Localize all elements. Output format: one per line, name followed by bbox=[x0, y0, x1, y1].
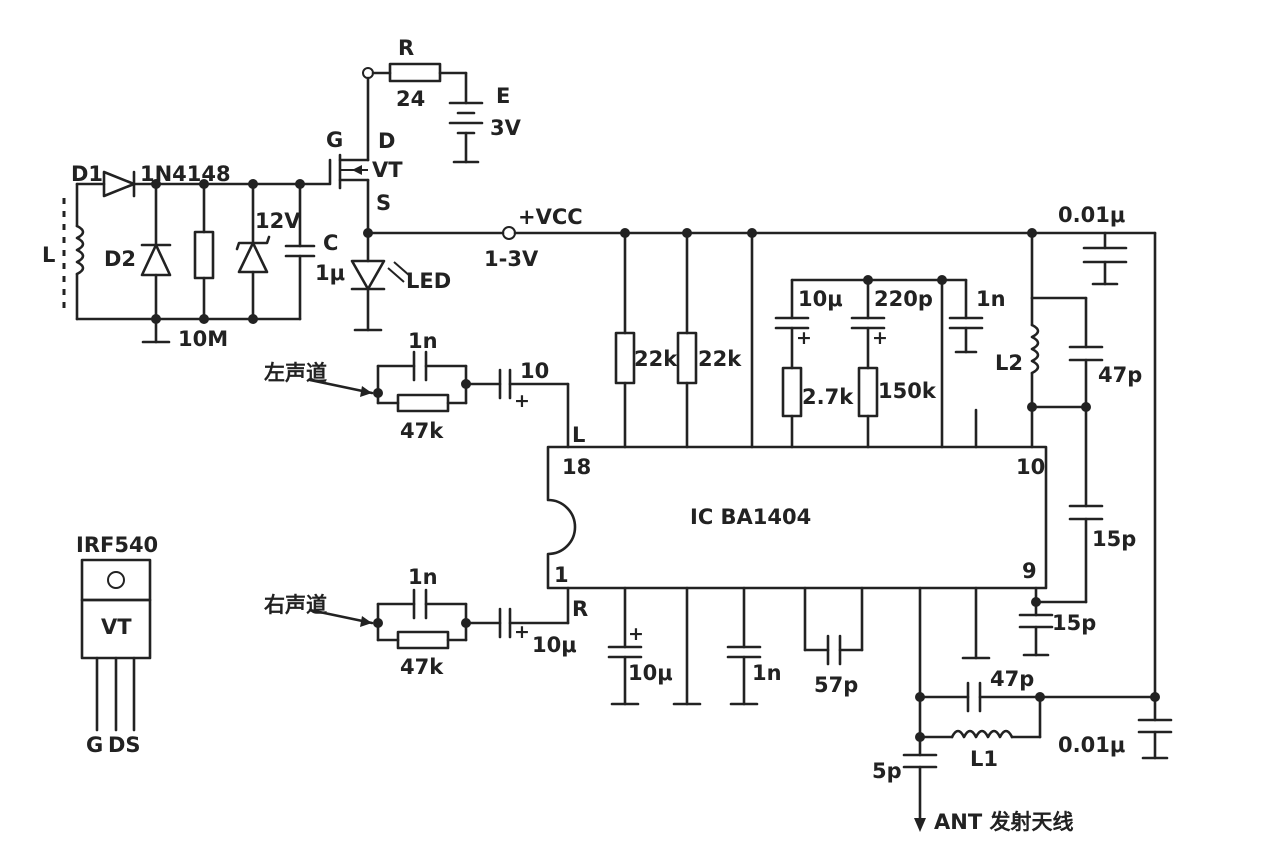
c15p-b-label: 15p bbox=[1052, 611, 1096, 635]
zener-label: 12V bbox=[255, 209, 301, 233]
c-value: 1μ bbox=[315, 261, 345, 285]
r10m-label: 10M bbox=[178, 327, 228, 351]
c47p-b-label: 47p bbox=[990, 667, 1034, 691]
pkg-g-label: G bbox=[86, 733, 103, 757]
c1n-left-label: 1n bbox=[408, 329, 438, 353]
pin18-label: 18 bbox=[562, 455, 591, 479]
pin-r-label: R bbox=[572, 597, 588, 621]
c10-left-label: 10 bbox=[520, 359, 549, 383]
right-channel-label: 右声道 bbox=[264, 593, 327, 617]
left-channel-label: 左声道 bbox=[264, 361, 327, 385]
ic-label: IC BA1404 bbox=[690, 505, 811, 529]
c10u-right-label: 10μ bbox=[532, 633, 577, 657]
c5p-label: 5p bbox=[872, 759, 902, 783]
c10u-b-label: 10μ bbox=[628, 661, 673, 685]
pin-l-label: L bbox=[572, 423, 585, 447]
plus-a: + bbox=[796, 327, 812, 349]
led bbox=[350, 231, 411, 332]
c1n-right-label: 1n bbox=[408, 565, 438, 589]
d-label: D bbox=[378, 129, 395, 153]
output-network bbox=[902, 586, 1173, 832]
r47k-right-label: 47k bbox=[400, 655, 444, 679]
vcc-rail bbox=[363, 226, 1157, 722]
c57p-label: 57p bbox=[814, 673, 858, 697]
c001-top-label: 0.01μ bbox=[1058, 203, 1125, 227]
irf540-package bbox=[80, 558, 152, 732]
e-label: E bbox=[496, 84, 510, 108]
right-channel-network bbox=[308, 586, 570, 650]
ant-label: ANT 发射天线 bbox=[934, 810, 1073, 834]
r22k-pair bbox=[614, 231, 754, 449]
s-label: S bbox=[376, 191, 391, 215]
d2-label: D2 bbox=[104, 247, 136, 271]
r150k-label: 150k bbox=[878, 379, 937, 403]
pkg-vt-label: VT bbox=[101, 615, 132, 639]
led-label: LED bbox=[406, 269, 451, 293]
c15p-a-label: 15p bbox=[1092, 527, 1136, 551]
r27k-label: 2.7k bbox=[802, 385, 854, 409]
r22k-b-label: 22k bbox=[698, 347, 742, 371]
g-label: G bbox=[326, 128, 343, 152]
d1-part-label: 1N4148 bbox=[140, 162, 231, 186]
c1n-a-label: 1n bbox=[976, 287, 1006, 311]
d1-label: D1 bbox=[71, 162, 103, 186]
c220p-label: 220p bbox=[874, 287, 933, 311]
plus-b: + bbox=[872, 327, 888, 349]
r-label: R bbox=[398, 36, 414, 60]
vcc-range-label: 1-3V bbox=[484, 247, 539, 271]
bottom-pin-network bbox=[607, 586, 1054, 706]
filter-network bbox=[774, 275, 984, 449]
battery-e bbox=[448, 101, 484, 164]
cap-001u-top bbox=[1082, 231, 1128, 286]
pkg-ds-label: DS bbox=[108, 733, 141, 757]
l-label: L bbox=[42, 243, 55, 267]
vcc-label: +VCC bbox=[518, 205, 583, 229]
l2-tank bbox=[1027, 231, 1104, 604]
pin1-label: 1 bbox=[554, 563, 569, 587]
r-value: 24 bbox=[396, 87, 425, 111]
c-label: C bbox=[323, 231, 338, 255]
pin9-label: 9 bbox=[1022, 559, 1037, 583]
e-value: 3V bbox=[490, 116, 522, 140]
l1-label: L1 bbox=[970, 747, 998, 771]
plus-bottom: + bbox=[628, 623, 644, 645]
ic-ba1404 bbox=[546, 445, 1048, 590]
r22k-a-label: 22k bbox=[634, 347, 678, 371]
l2-label: L2 bbox=[995, 351, 1023, 375]
c001-bot-label: 0.01μ bbox=[1058, 733, 1125, 757]
r47k-left-label: 47k bbox=[400, 419, 444, 443]
c10u-a-label: 10μ bbox=[798, 287, 843, 311]
plus-right: + bbox=[514, 621, 530, 643]
harvest-circuit bbox=[62, 170, 332, 344]
pin10-label: 10 bbox=[1016, 455, 1045, 479]
plus-left: + bbox=[514, 390, 530, 412]
left-channel-network bbox=[308, 350, 570, 449]
irf-label: IRF540 bbox=[76, 533, 158, 557]
vt-label: VT bbox=[372, 158, 403, 182]
mosfet-vt bbox=[328, 76, 370, 235]
c1n-b-label: 1n bbox=[752, 661, 782, 685]
c47p-a-label: 47p bbox=[1098, 363, 1142, 387]
